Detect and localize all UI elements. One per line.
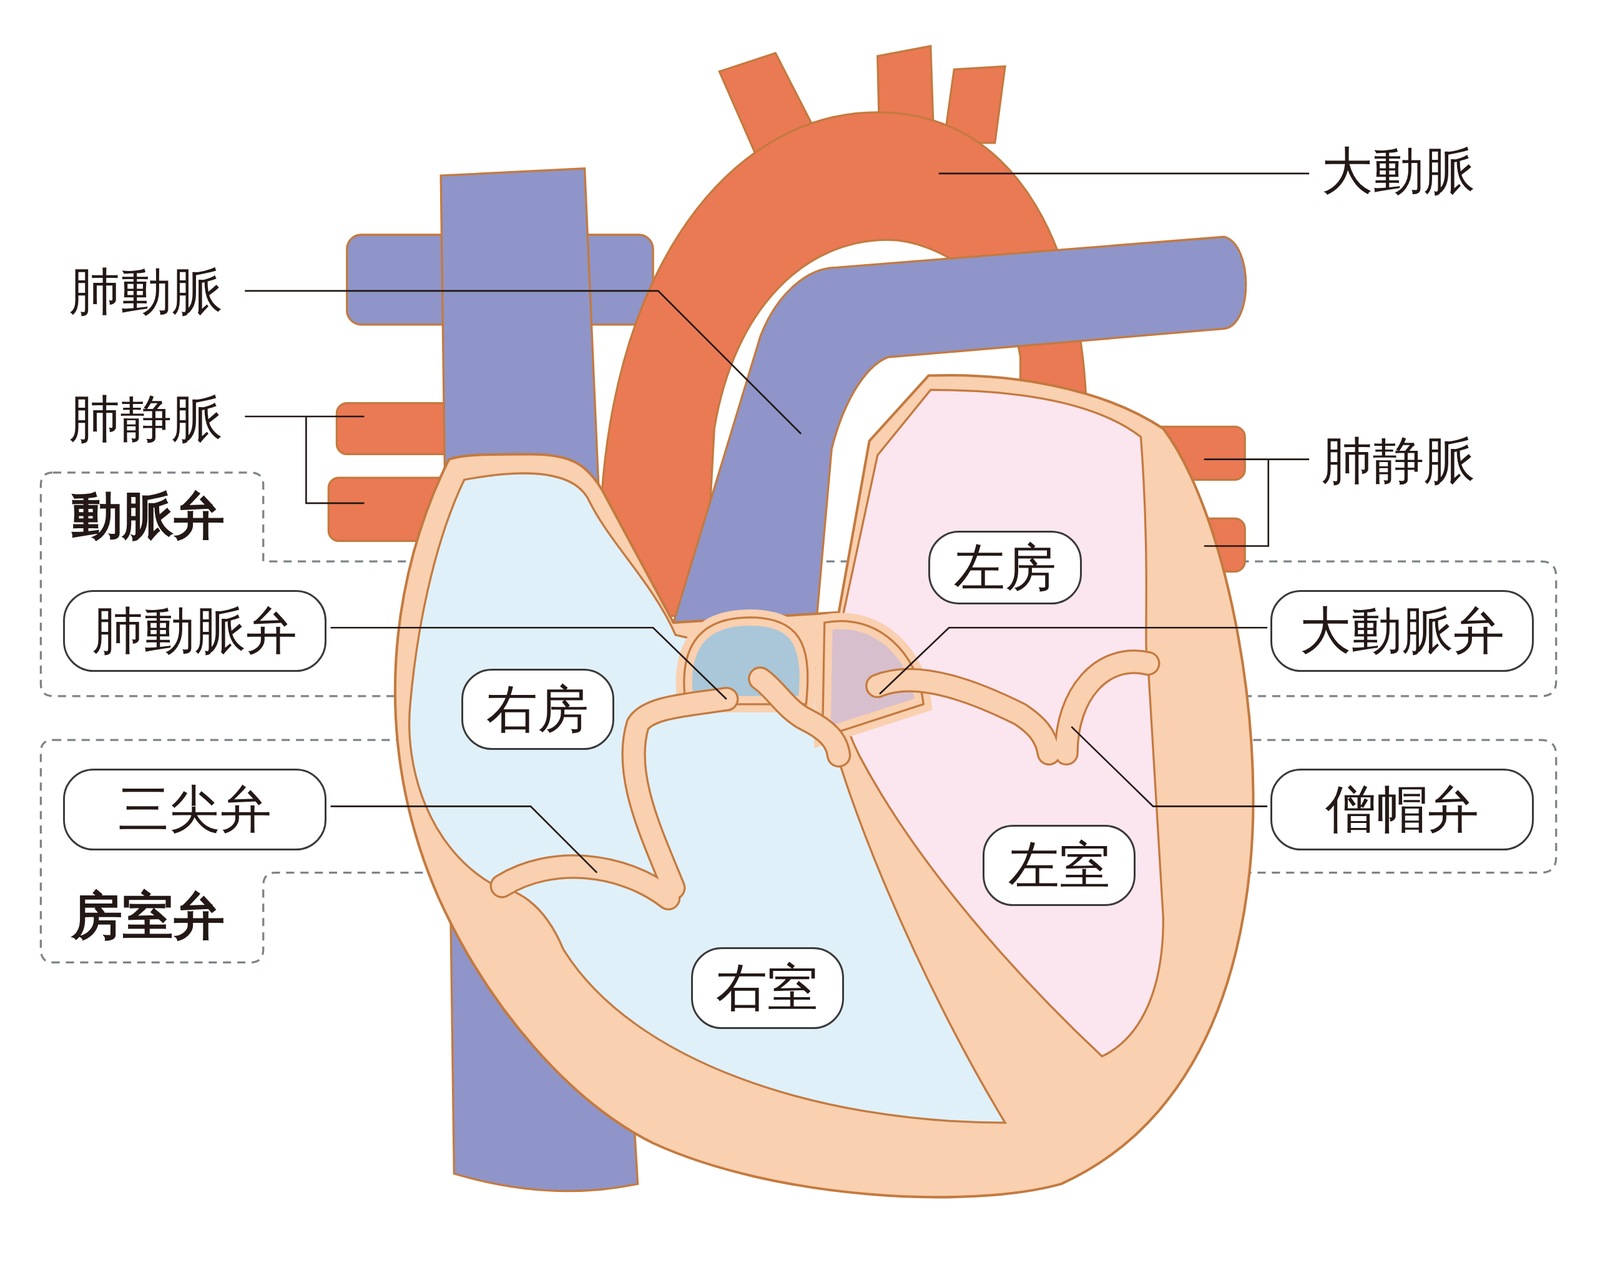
part-name: 左室 <box>1008 837 1111 894</box>
part-name: 大動脈弁 <box>1299 602 1505 659</box>
part-name: 右室 <box>716 959 819 1016</box>
valves <box>501 617 1149 899</box>
vessel-name: 大動脈 <box>1321 142 1476 200</box>
leader-line <box>879 627 1268 694</box>
label-box: 僧帽弁 <box>1270 768 1534 851</box>
part-name: 右房 <box>486 681 589 738</box>
vessels <box>328 46 1246 1192</box>
label-box: 左室 <box>982 824 1136 907</box>
valve-group: 房室弁 三尖弁 僧帽弁 <box>40 739 1556 962</box>
part-name: 僧帽弁 <box>1325 780 1479 838</box>
label-box: 右室 <box>691 947 845 1029</box>
heart <box>395 375 1254 1197</box>
bracket-line <box>1204 459 1310 547</box>
part-name: 三尖弁 <box>117 780 272 838</box>
leader-line <box>330 805 598 873</box>
label-box: 右房 <box>461 668 615 751</box>
bracket-line <box>244 416 364 504</box>
label-box: 大動脈弁 <box>1270 589 1534 672</box>
group-heading: 房室弁 <box>71 887 225 944</box>
vessel-name: 肺静脈 <box>1321 432 1476 489</box>
label-box: 左房 <box>928 530 1082 605</box>
part-name: 肺動脈弁 <box>92 602 298 659</box>
vessel-name: 肺動脈 <box>69 263 223 320</box>
leader-line <box>938 172 1310 175</box>
group-heading: 動脈弁 <box>71 487 225 544</box>
leader-line <box>244 290 801 434</box>
leader-lines <box>244 173 1310 873</box>
heart-wall <box>395 375 1254 1197</box>
part-name: 左房 <box>953 539 1057 596</box>
label-box: 三尖弁 <box>63 768 327 851</box>
valve-group: 動脈弁肺動脈弁 大動脈弁 <box>40 472 1556 697</box>
label-box: 肺動脈弁 <box>63 589 327 672</box>
leader-line <box>1071 726 1268 806</box>
vessel-name: 肺静脈 <box>69 390 223 447</box>
